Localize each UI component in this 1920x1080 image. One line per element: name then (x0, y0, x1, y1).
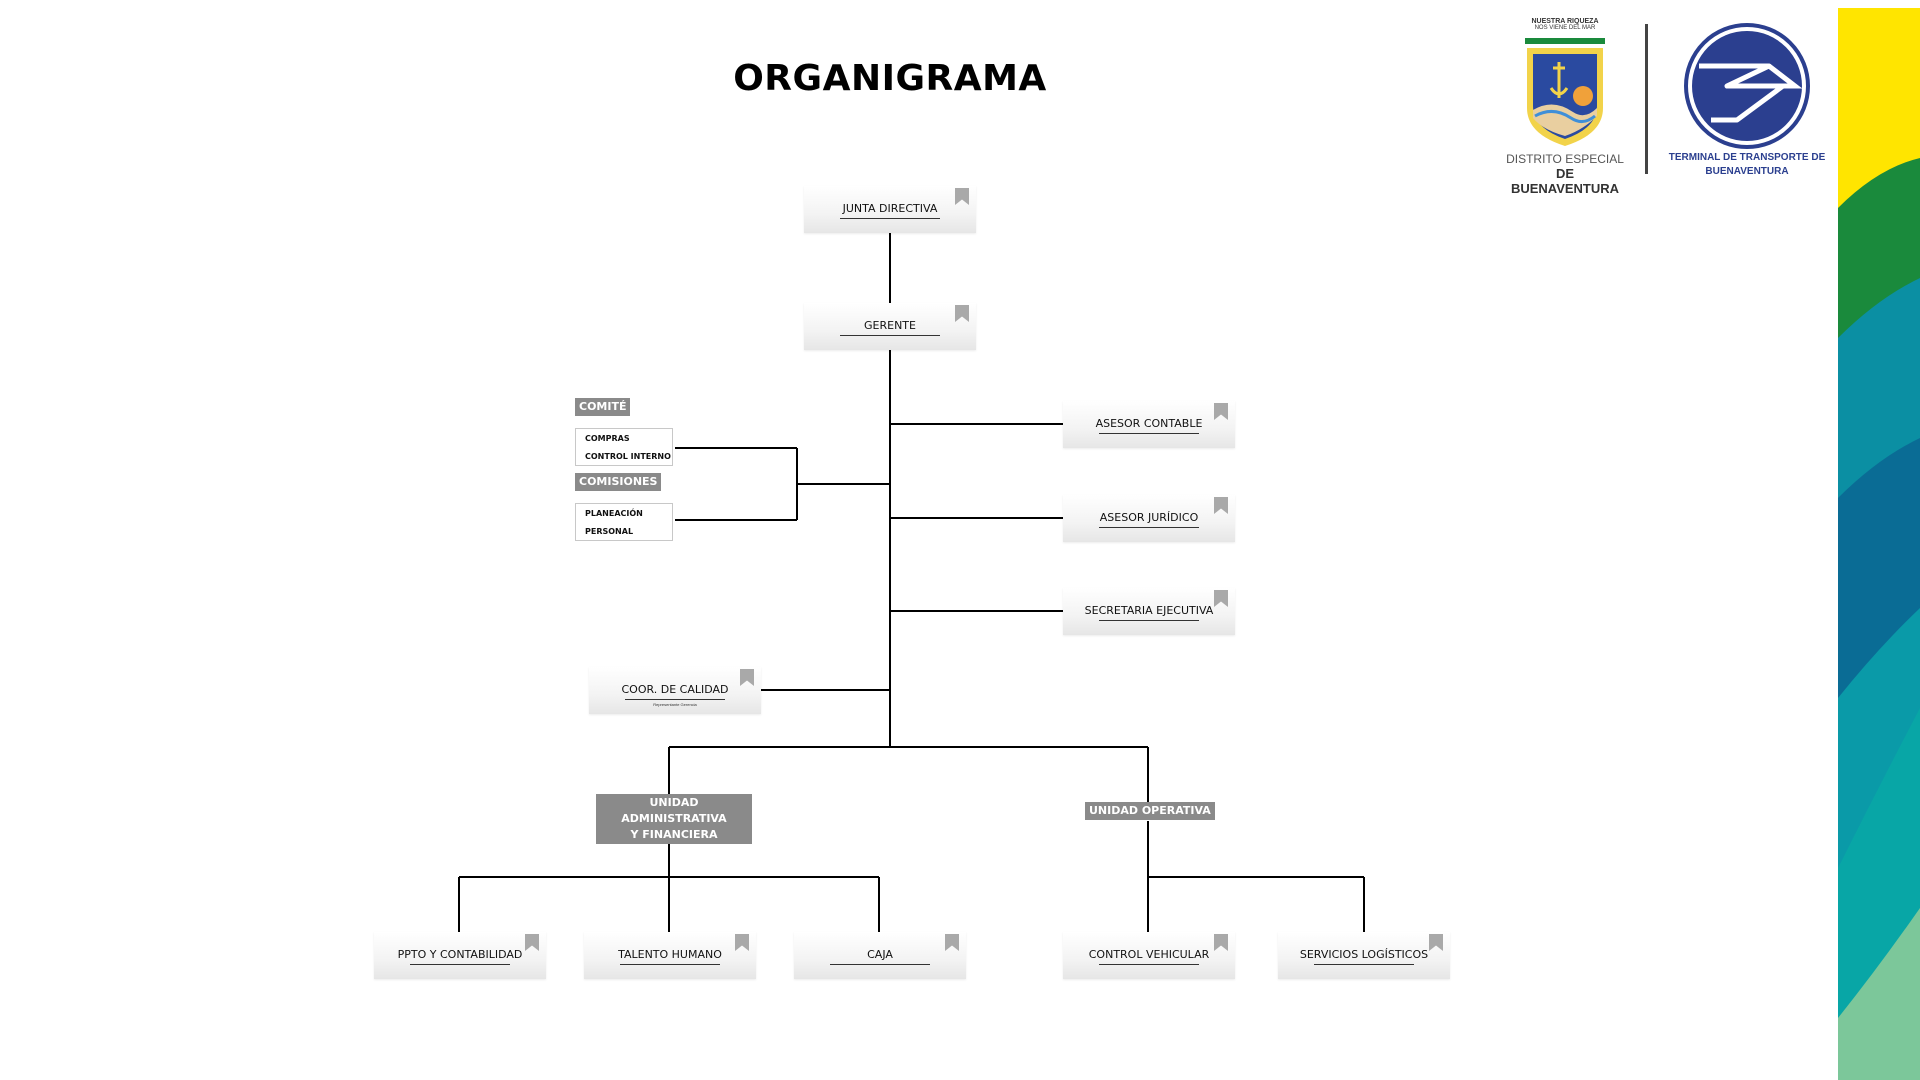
node-junta-directiva: JUNTA DIRECTIVA (804, 186, 976, 233)
bookmark-icon (955, 305, 969, 322)
node-talento-humano: TALENTO HUMANO (584, 932, 756, 979)
comite-tag: COMITÉ (575, 398, 631, 416)
motto-line: NUESTRA RIQUEZA (1531, 18, 1599, 25)
node-label: SECRETARIA EJECUTIVA (1084, 604, 1214, 617)
tag-line: Y FINANCIERA (630, 828, 718, 841)
shield-icon (1525, 38, 1605, 146)
tag-line: UNIDAD ADMINISTRATIVA (621, 796, 727, 825)
node-label: SERVICIOS LOGÍSTICOS (1299, 948, 1429, 961)
underline (1099, 620, 1199, 621)
node-ppto-contabilidad: PPTO Y CONTABILIDAD (374, 932, 546, 979)
underline (625, 699, 725, 700)
logo-name-line: DE BUENAVENTURA (1510, 166, 1620, 196)
underline (840, 218, 940, 219)
logo-name-line: TERMINAL DE TRANSPORTE DE (1668, 152, 1826, 163)
comisiones-tag: COMISIONES (575, 473, 662, 491)
node-label: ASESOR JURÍDICO (1099, 511, 1199, 524)
logos: NUESTRA RIQUEZA NOS VIENE DEL MAR DISTRI… (1505, 18, 1835, 196)
bookmark-icon (525, 934, 539, 951)
underline (830, 964, 930, 965)
list-item: PERSONAL (585, 527, 634, 536)
node-sublabel: Representante Gerencia (653, 702, 697, 707)
decorative-color-band (1838, 8, 1920, 1080)
bookmark-icon (945, 934, 959, 951)
node-asesor-juridico: ASESOR JURÍDICO (1063, 495, 1235, 542)
node-label: JUNTA DIRECTIVA (842, 202, 938, 215)
bookmark-icon (1214, 934, 1228, 951)
node-asesor-contable: ASESOR CONTABLE (1063, 401, 1235, 448)
node-label: CAJA (867, 948, 893, 961)
node-gerente: GERENTE (804, 303, 976, 350)
unidad-administrativa-tag: UNIDAD ADMINISTRATIVA Y FINANCIERA (596, 794, 752, 844)
logo-name-line: DISTRITO ESPECIAL (1506, 152, 1624, 166)
logo-divider (1645, 24, 1648, 174)
node-servicios-logisticos: SERVICIOS LOGÍSTICOS (1278, 932, 1450, 979)
node-label: CONTROL VEHICULAR (1088, 948, 1210, 961)
node-control-vehicular: CONTROL VEHICULAR (1063, 932, 1235, 979)
motto-line: NOS VIENE DEL MAR (1534, 25, 1596, 31)
node-label: TALENTO HUMANO (618, 948, 722, 961)
list-item: COMPRAS (585, 434, 630, 443)
node-secretaria-ejecutiva: SECRETARIA EJECUTIVA (1063, 588, 1235, 635)
logo-name-line: BUENAVENTURA (1705, 166, 1789, 177)
underline (620, 964, 720, 965)
underline (1314, 964, 1414, 965)
distrito-logo: NUESTRA RIQUEZA NOS VIENE DEL MAR DISTRI… (1505, 18, 1625, 196)
underline (1099, 964, 1199, 965)
unidad-operativa-tag: UNIDAD OPERATIVA (1085, 802, 1215, 820)
list-item: PLANEACIÓN (585, 509, 643, 518)
node-label: COOR. DE CALIDAD (621, 683, 729, 696)
node-caja: CAJA (794, 932, 966, 979)
bookmark-icon (740, 669, 754, 686)
bookmark-icon (1429, 934, 1443, 951)
underline (410, 964, 510, 965)
underline (840, 335, 940, 336)
bookmark-icon (955, 188, 969, 205)
underline (1099, 433, 1199, 434)
comite-list: COMPRAS CONTROL INTERNO (575, 428, 673, 466)
node-coor-calidad: COOR. DE CALIDAD Representante Gerencia (589, 667, 761, 714)
node-label: GERENTE (864, 319, 916, 332)
bookmark-icon (1214, 403, 1228, 420)
terminal-logo-icon (1684, 23, 1810, 149)
bookmark-icon (1214, 497, 1228, 514)
bookmark-icon (1214, 590, 1228, 607)
node-label: ASESOR CONTABLE (1095, 417, 1203, 430)
bookmark-icon (735, 934, 749, 951)
underline (1099, 527, 1199, 528)
comisiones-list: PLANEACIÓN PERSONAL (575, 503, 673, 541)
node-label: PPTO Y CONTABILIDAD (397, 948, 523, 961)
page-title: ORGANIGRAMA (733, 58, 1047, 99)
list-item: CONTROL INTERNO (585, 452, 671, 461)
